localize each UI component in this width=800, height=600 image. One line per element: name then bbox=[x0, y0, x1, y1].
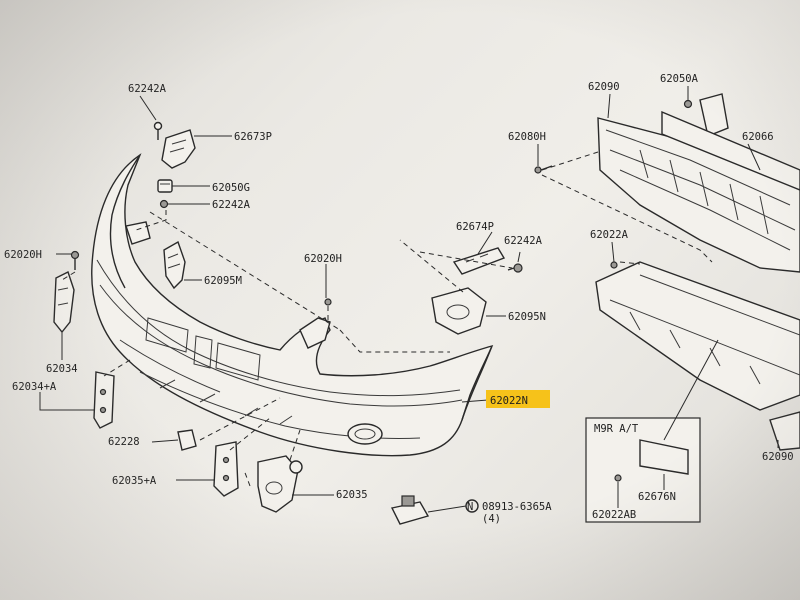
cover-62228 bbox=[177, 429, 197, 451]
label-08913-6365A: 08913-6365A bbox=[482, 501, 552, 513]
label-62673P: 62673P bbox=[234, 131, 272, 143]
label-62228: 62228 bbox=[108, 436, 140, 448]
label-62035A: 62035+A bbox=[112, 475, 157, 487]
label-62022A: 62022A bbox=[590, 229, 629, 241]
leader-lines bbox=[39, 86, 779, 513]
label-62674P: 62674P bbox=[456, 221, 494, 233]
label-62080H: 62080H bbox=[508, 131, 546, 143]
fog-bracket-62035 bbox=[257, 455, 303, 513]
highlight-62022N bbox=[486, 390, 550, 408]
bracket-62095N bbox=[431, 287, 487, 335]
label-62242A-top: 62242A bbox=[128, 83, 167, 95]
label-62242A-right: 62242A bbox=[504, 235, 543, 247]
label-62095N: 62095N bbox=[508, 311, 546, 323]
part-labels: 62242A 62673P 62050G 62242A 62020H 62095… bbox=[4, 73, 794, 525]
front-bumper-fascia bbox=[91, 153, 494, 457]
label-62022AB: 62022AB bbox=[592, 509, 636, 521]
assembly-lines bbox=[61, 151, 713, 487]
label-m9r-at: M9R A/T bbox=[594, 423, 639, 435]
bolt-62242A-top bbox=[153, 121, 163, 140]
m9r-inset-box bbox=[585, 339, 719, 523]
bracket-62034 bbox=[53, 271, 75, 334]
bolt-62242A-mid bbox=[159, 199, 169, 209]
cover-62034A bbox=[93, 371, 115, 429]
clip-62050G bbox=[157, 179, 173, 193]
screw-62020H-mid bbox=[324, 298, 332, 306]
bolt-62242A-right bbox=[507, 263, 523, 273]
label-62034: 62034 bbox=[46, 363, 78, 375]
label-62022N: 62022N bbox=[490, 395, 528, 407]
label-62035: 62035 bbox=[336, 489, 368, 501]
reinforcement-62066 bbox=[661, 110, 800, 191]
label-62090-top: 62090 bbox=[588, 81, 620, 93]
label-62090-bottom: 62090 bbox=[762, 451, 794, 463]
label-62095M: 62095M bbox=[204, 275, 242, 287]
label-08913-prefix: N bbox=[467, 501, 473, 513]
bracket-62674P bbox=[452, 247, 506, 275]
clip-08913-6365A bbox=[390, 495, 479, 525]
bracket-62095M bbox=[163, 240, 186, 290]
label-62050G: 62050G bbox=[212, 182, 250, 194]
label-62676N: 62676N bbox=[638, 491, 676, 503]
label-62034A: 62034+A bbox=[12, 381, 57, 393]
bracket-62673P bbox=[161, 129, 196, 169]
label-62066: 62066 bbox=[742, 131, 774, 143]
label-08913-qty: (4) bbox=[482, 513, 501, 525]
bracket-62050A bbox=[683, 93, 729, 137]
label-62020H-mid: 62020H bbox=[304, 253, 342, 265]
label-62050A: 62050A bbox=[660, 73, 699, 85]
screw-62022A bbox=[610, 261, 618, 269]
cover-62035A bbox=[213, 441, 239, 497]
label-62020H-left: 62020H bbox=[4, 249, 42, 261]
screw-62020H-left bbox=[70, 250, 80, 270]
label-62242A-mid: 62242A bbox=[212, 199, 251, 211]
